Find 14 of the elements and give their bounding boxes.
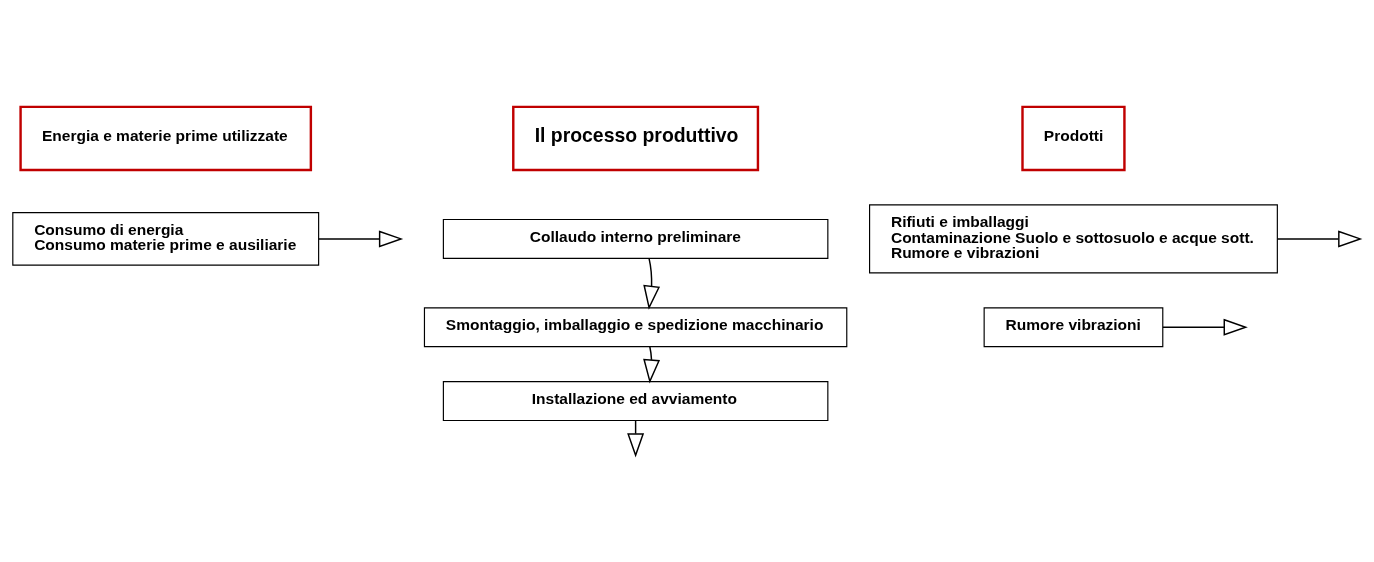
node-box: Prodotti <box>1021 105 1126 171</box>
arrow <box>643 345 661 384</box>
node-box: Installazione ed avviamento <box>442 380 829 421</box>
node-box: Rumore vibrazioni <box>983 306 1164 347</box>
arrow <box>1276 229 1363 247</box>
node-box: Smontaggio, imballaggio e spedizione macchinario <box>423 306 848 347</box>
node-box: Energia e materie prime utilizzate <box>19 105 313 171</box>
node-box: Il processo produttivo <box>512 105 760 171</box>
node-box: Consumo di energia Consumo materie prime e ausiliarie <box>12 211 320 266</box>
node-box: Collaudo interno preliminare <box>442 218 829 259</box>
node-box: Rifiuti e imballaggi Contaminazione Suolo e sottosuolo e acque sott. Rumore e vibrazioni <box>869 203 1278 273</box>
arrow <box>643 257 661 310</box>
arrow <box>1162 318 1248 336</box>
arrow <box>317 229 404 247</box>
